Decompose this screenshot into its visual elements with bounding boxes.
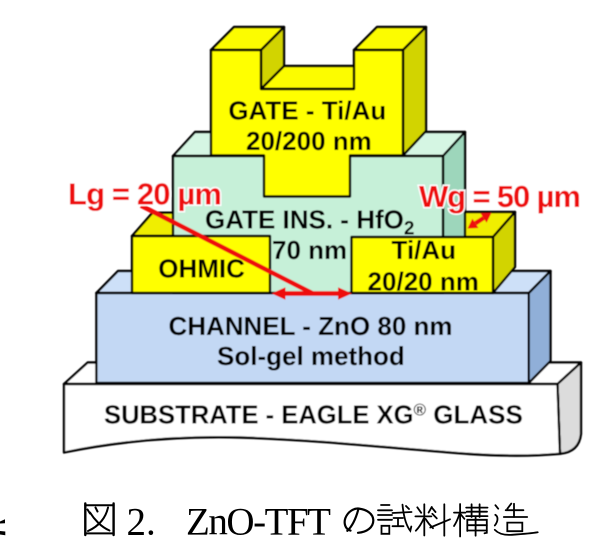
svg-text:GATE INS. - HfO2: GATE INS. - HfO2 xyxy=(205,205,414,240)
svg-text:20/20 nm: 20/20 nm xyxy=(368,267,479,297)
svg-text:CHANNEL - ZnO 80 nm: CHANNEL - ZnO 80 nm xyxy=(168,311,452,341)
svg-text:Ti/Au: Ti/Au xyxy=(392,235,457,265)
svg-text:GATE - Ti/Au: GATE - Ti/Au xyxy=(228,95,386,125)
svg-text:Wg = 50 µm: Wg = 50 µm xyxy=(419,179,581,214)
svg-text:Lg = 20 µm: Lg = 20 µm xyxy=(68,177,222,212)
svg-text:SUBSTRATE - EAGLE XG® GLASS: SUBSTRATE - EAGLE XG® GLASS xyxy=(104,400,523,430)
svg-text:70 nm: 70 nm xyxy=(272,235,347,265)
svg-text:OHMIC: OHMIC xyxy=(158,254,245,284)
svg-text:20/200 nm: 20/200 nm xyxy=(246,126,372,156)
svg-text:ZnO-TFT: ZnO-TFT xyxy=(186,500,331,543)
svg-text:Sol-gel method: Sol-gel method xyxy=(217,341,405,371)
svg-text:2.: 2. xyxy=(127,500,156,543)
